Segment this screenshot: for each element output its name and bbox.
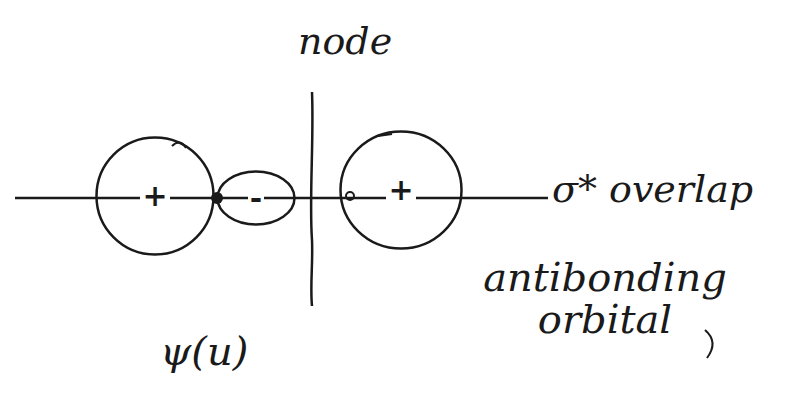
lobe-outline bbox=[341, 132, 462, 249]
sign-label: + bbox=[140, 181, 169, 211]
negative-lobe: - bbox=[216, 170, 296, 226]
lobe-outline bbox=[218, 172, 295, 225]
positive-lobe: + bbox=[95, 136, 215, 256]
lobe-outline bbox=[97, 138, 214, 255]
nodal-plane bbox=[311, 92, 312, 306]
orbital-type-label: σ* overlap bbox=[552, 170, 753, 210]
scribble-mark bbox=[705, 330, 713, 358]
positive-lobe: + bbox=[339, 130, 463, 250]
orbital-name: antibonding orbital bbox=[450, 256, 760, 340]
node-label: node bbox=[298, 22, 392, 62]
lobe-content: - bbox=[216, 170, 296, 226]
sign-label: + bbox=[386, 175, 415, 205]
internuclear-axis bbox=[15, 197, 548, 200]
wavefunction-label: ψ(u) bbox=[160, 330, 248, 372]
nucleus-dot bbox=[346, 192, 354, 200]
lobe-content: + bbox=[339, 130, 463, 250]
sign-label: - bbox=[248, 183, 264, 213]
lobe-content: + bbox=[95, 136, 215, 256]
